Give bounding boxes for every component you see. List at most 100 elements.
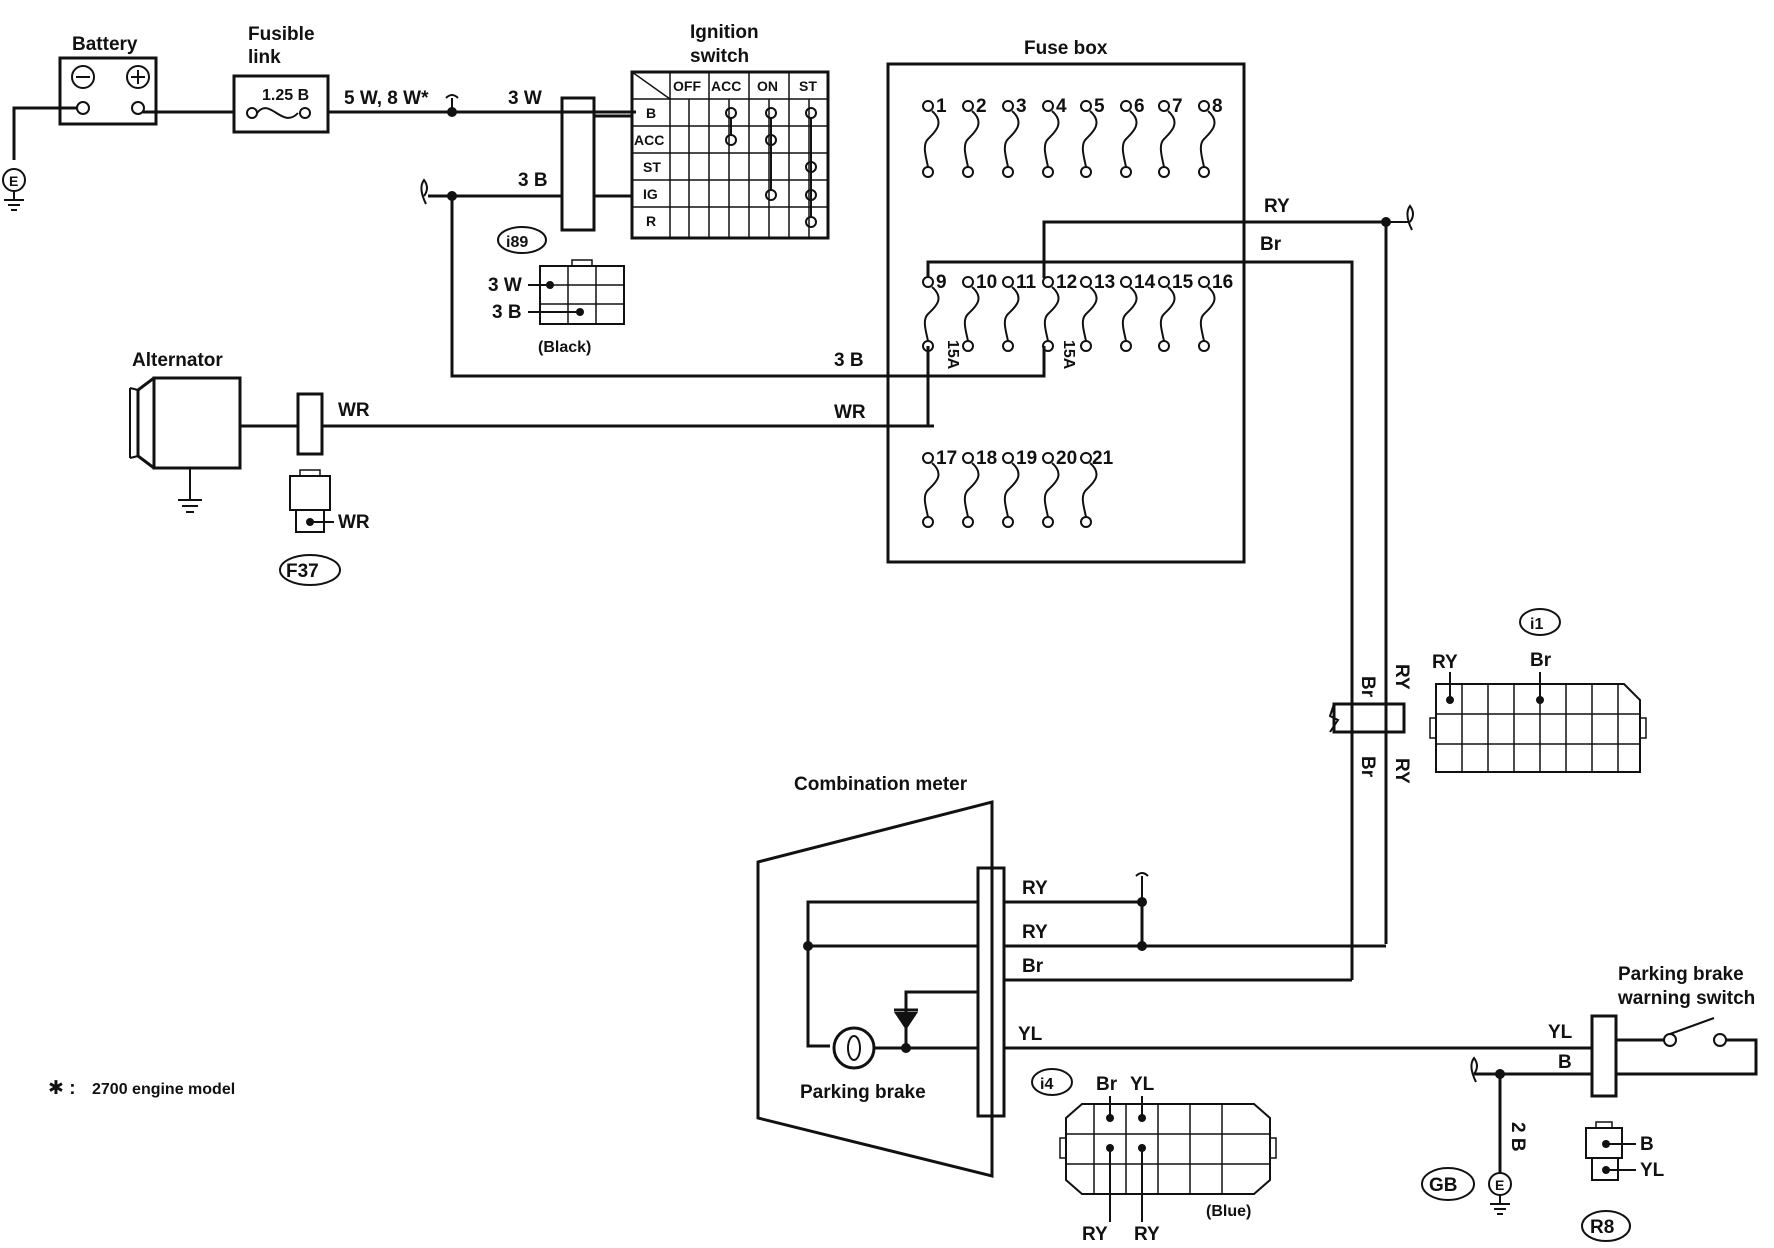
parking-brake-switch: Parking brake warning switch [1590, 964, 1758, 1098]
connector-i4-pin-ry-2: RY [1134, 1224, 1160, 1245]
fuse-element-row1-8 [1198, 100, 1216, 178]
connector-f37: WR F37 [279, 469, 370, 586]
fuse-1: 1 [936, 96, 947, 117]
pb-switch-title-2: warning switch [1617, 988, 1755, 1009]
fuse-element-row1-7 [1158, 100, 1176, 178]
fuse-element-row3-5 [1080, 452, 1098, 528]
fuse-element-row2-8 [1198, 276, 1216, 352]
ground-gb-e: E [1495, 1177, 1504, 1193]
meter-wire-yl: YL [1018, 1024, 1043, 1045]
footnote-mark: ✱ : [48, 1078, 76, 1099]
fuse-row-2: 9 10 11 12 13 14 15 16 [936, 272, 1233, 293]
fuse-11: 11 [1016, 272, 1037, 293]
fuse-13: 13 [1094, 272, 1115, 293]
fuse-elements [922, 100, 1216, 528]
fuse-element-row2-7 [1158, 276, 1176, 352]
connector-r8-pin-yl: YL [1640, 1160, 1665, 1181]
ground-gb: E GB [1421, 1167, 1512, 1215]
ground-wire-2b: 2 B [1507, 1122, 1528, 1152]
connector-i1: i1 RY Br [1429, 608, 1647, 773]
battery-title: Battery [72, 34, 138, 55]
wire-label-wr-alt: WR [338, 400, 370, 421]
connector-r8-id: R8 [1590, 1217, 1614, 1238]
fuse-element-row1-5 [1080, 100, 1098, 178]
connector-i4-pin-ry-1: RY [1082, 1224, 1108, 1245]
fuse-10: 10 [976, 272, 997, 293]
alternator: Alternator [129, 350, 242, 513]
connector-i89: i89 3 W 3 B (Black) [488, 226, 625, 356]
pb-switch-title-1: Parking brake [1618, 964, 1744, 985]
meter-wire-ry-2: RY [1022, 922, 1048, 943]
wire-label-wr-fuse: WR [834, 402, 866, 423]
fuse-element-row2-2 [962, 276, 980, 352]
pb-switch-wire-b: B [1558, 1052, 1572, 1073]
fuse-element-row1-6 [1120, 100, 1138, 178]
harness-br-1: Br [1357, 676, 1378, 698]
fuse-element-row3-1 [922, 452, 940, 528]
harness-ry-2: RY [1391, 758, 1412, 784]
connector-i4: i4 Br YL RY RY (Blue) [1031, 1068, 1277, 1245]
combination-meter: Combination meter [756, 774, 1006, 1178]
fuse-element-row1-2 [962, 100, 980, 178]
connector-i89-color: (Black) [538, 339, 591, 356]
fuse-element-row2-4 [1042, 276, 1060, 352]
fuse-6: 6 [1134, 96, 1145, 117]
harness-br-2: Br [1357, 756, 1378, 778]
alternator-title: Alternator [132, 350, 223, 371]
fuse-3: 3 [1016, 96, 1027, 117]
fuse-5: 5 [1094, 96, 1105, 117]
fuse-19: 19 [1016, 448, 1037, 469]
connector-i89-pin-3w: 3 W [488, 275, 522, 296]
ignition-switch-table: OFF ACC ON ST B ACC ST IG R [630, 70, 830, 240]
connector-i1-pin-br: Br [1530, 650, 1552, 671]
ignition-switch-title-2: switch [690, 46, 749, 67]
pb-switch-wire-yl: YL [1548, 1022, 1573, 1043]
fuse-17: 17 [936, 448, 957, 469]
meter-wire-ry-1: RY [1022, 878, 1048, 899]
fuse-element-row2-3 [1002, 276, 1020, 352]
ign-row-ig: IG [643, 186, 658, 202]
fuse-18: 18 [976, 448, 997, 469]
fuse-row-3: 17 18 19 20 21 [936, 448, 1114, 469]
ign-row-acc: ACC [634, 132, 664, 148]
ground-gb-id: GB [1429, 1175, 1458, 1196]
parking-brake-diode [894, 1008, 918, 1030]
fuse-21: 21 [1092, 448, 1114, 469]
ground-e-battery: E [2, 168, 26, 211]
fuse-element-row1-4 [1042, 100, 1060, 178]
connector-i89-id: i89 [506, 234, 528, 251]
fuse-8: 8 [1212, 96, 1223, 117]
wire-label-3w: 3 W [508, 88, 542, 109]
parking-brake-lamp [832, 1026, 876, 1070]
connector-r8-pin-b: B [1640, 1134, 1654, 1155]
fusible-link-title-1: Fusible [248, 24, 315, 45]
fuse-20: 20 [1056, 448, 1077, 469]
fuse-box: Fuse box [886, 38, 1246, 564]
fuse-2: 2 [976, 96, 987, 117]
connector-f37-id: F37 [286, 561, 319, 582]
wire-label-3b-ign: 3 B [518, 170, 548, 191]
battery: Battery [58, 34, 158, 126]
ignition-switch-title-1: Ignition [690, 22, 759, 43]
fuse-element-row3-4 [1042, 452, 1060, 528]
fuse-16: 16 [1212, 272, 1233, 293]
fusible-link-rating: 1.25 B [262, 87, 309, 104]
ground-e-label: E [9, 173, 18, 189]
connector-i4-pin-yl: YL [1130, 1074, 1155, 1095]
fuse-element-row2-6 [1120, 276, 1138, 352]
connector-i1-pin-ry: RY [1432, 652, 1458, 673]
fuse-element-row1-1 [922, 100, 940, 178]
ign-col-st: ST [799, 78, 817, 94]
connector-i89-pin-3b: 3 B [492, 302, 522, 323]
fuse-box-title: Fuse box [1024, 38, 1108, 59]
wire-label-5w-8w: 5 W, 8 W* [344, 88, 429, 109]
connector-r8: B YL R8 [1581, 1121, 1665, 1242]
fusible-link-title-2: link [248, 47, 281, 68]
fuse-7: 7 [1172, 96, 1183, 117]
fuse-9-rating: 15A [944, 340, 961, 370]
ign-col-off: OFF [673, 78, 701, 94]
fuse-element-row3-2 [962, 452, 980, 528]
wire-label-ry-fuse: RY [1264, 196, 1290, 217]
fuse-4: 4 [1056, 96, 1067, 117]
connector-i4-color: (Blue) [1206, 1203, 1251, 1220]
